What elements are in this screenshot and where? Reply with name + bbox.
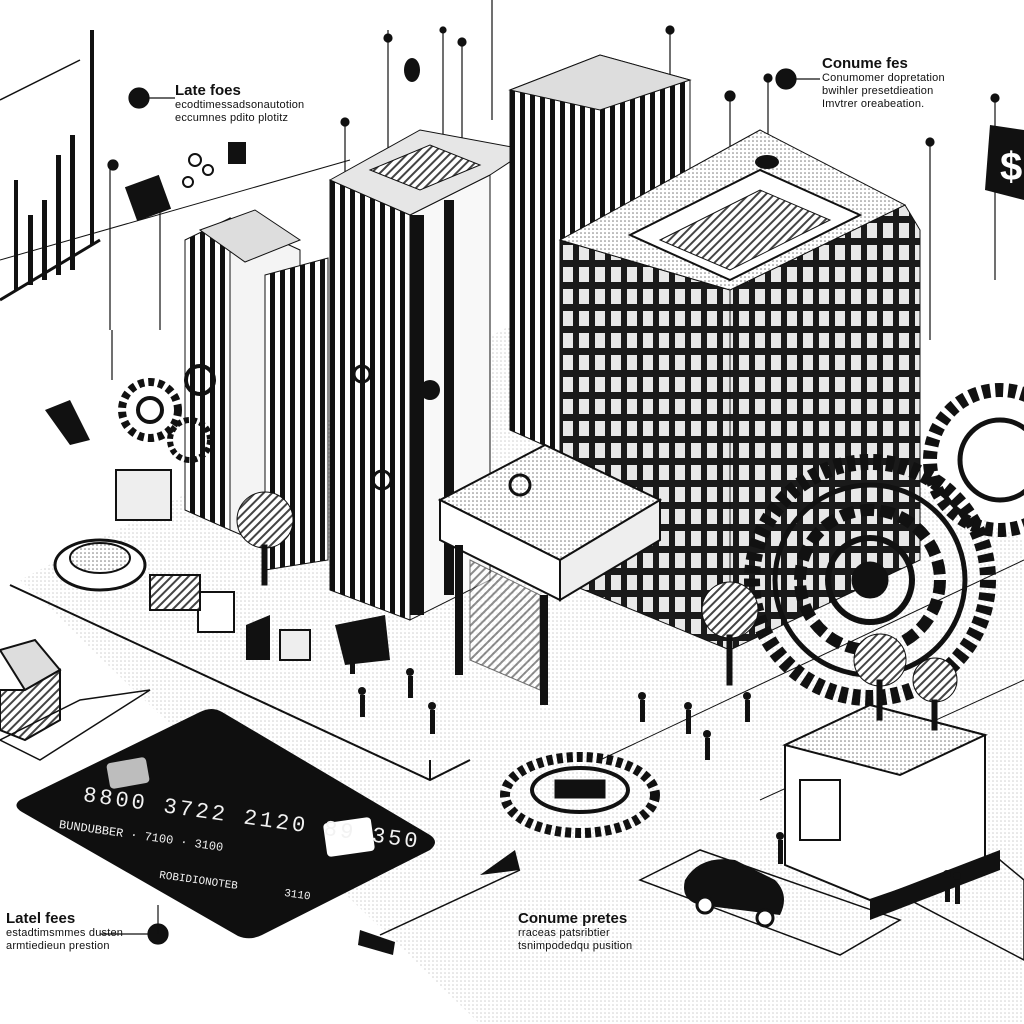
annotation-line: bwihler presetdieation	[822, 84, 934, 97]
annotation-title: Conume pretes	[518, 910, 628, 927]
annotation-line: ecodtimessadsonautotion	[175, 99, 305, 112]
small-icons-cluster	[45, 58, 420, 445]
annotation-line: tsnimpodedqu pusition	[518, 939, 633, 952]
annotation-line: Conumomer dopretation	[822, 72, 945, 85]
annotation-bottom-left: Latel fees estadtimsmmes dusten armtiedi…	[6, 910, 123, 953]
annotation-line: estadtimsmmes dusten	[6, 927, 124, 940]
credit-card	[16, 709, 435, 939]
annotation-top-left: Late foes ecodtimessadsonautotion eccumn…	[175, 82, 304, 125]
left-building	[184, 209, 329, 571]
dollar-tag-icon: $	[985, 125, 1024, 200]
svg-text:$: $	[1000, 145, 1022, 189]
entrance-pavilion	[437, 443, 663, 705]
trees	[236, 491, 958, 731]
annotation-bottom-center: Conume pretes rraceas patsribtier tsnimp…	[518, 910, 632, 953]
bar-chart-graphic	[0, 30, 101, 302]
car-icon	[684, 859, 784, 928]
annotation-line: armtiedieun prestion	[6, 939, 110, 952]
pin-markers	[100, 0, 1000, 945]
card-white-panel	[323, 817, 375, 857]
coin-vault	[500, 752, 660, 838]
annotation-line: eccumnes pdito plotitz	[175, 111, 289, 124]
street-objects	[149, 574, 521, 955]
annotation-title: Conume fes	[822, 55, 908, 72]
gears-left	[53, 364, 216, 592]
annotation-title: Late foes	[175, 82, 241, 99]
card-chip-icon	[106, 757, 150, 789]
annotation-line: rraceas patsribtier	[518, 927, 610, 940]
annotation-top-right: Conume fes Conumomer dopretation bwihler…	[822, 55, 945, 110]
annotation-line: Imvtrer oreabeation.	[822, 97, 925, 110]
small-hut	[0, 638, 151, 761]
annotation-title: Latel fees	[6, 910, 76, 927]
